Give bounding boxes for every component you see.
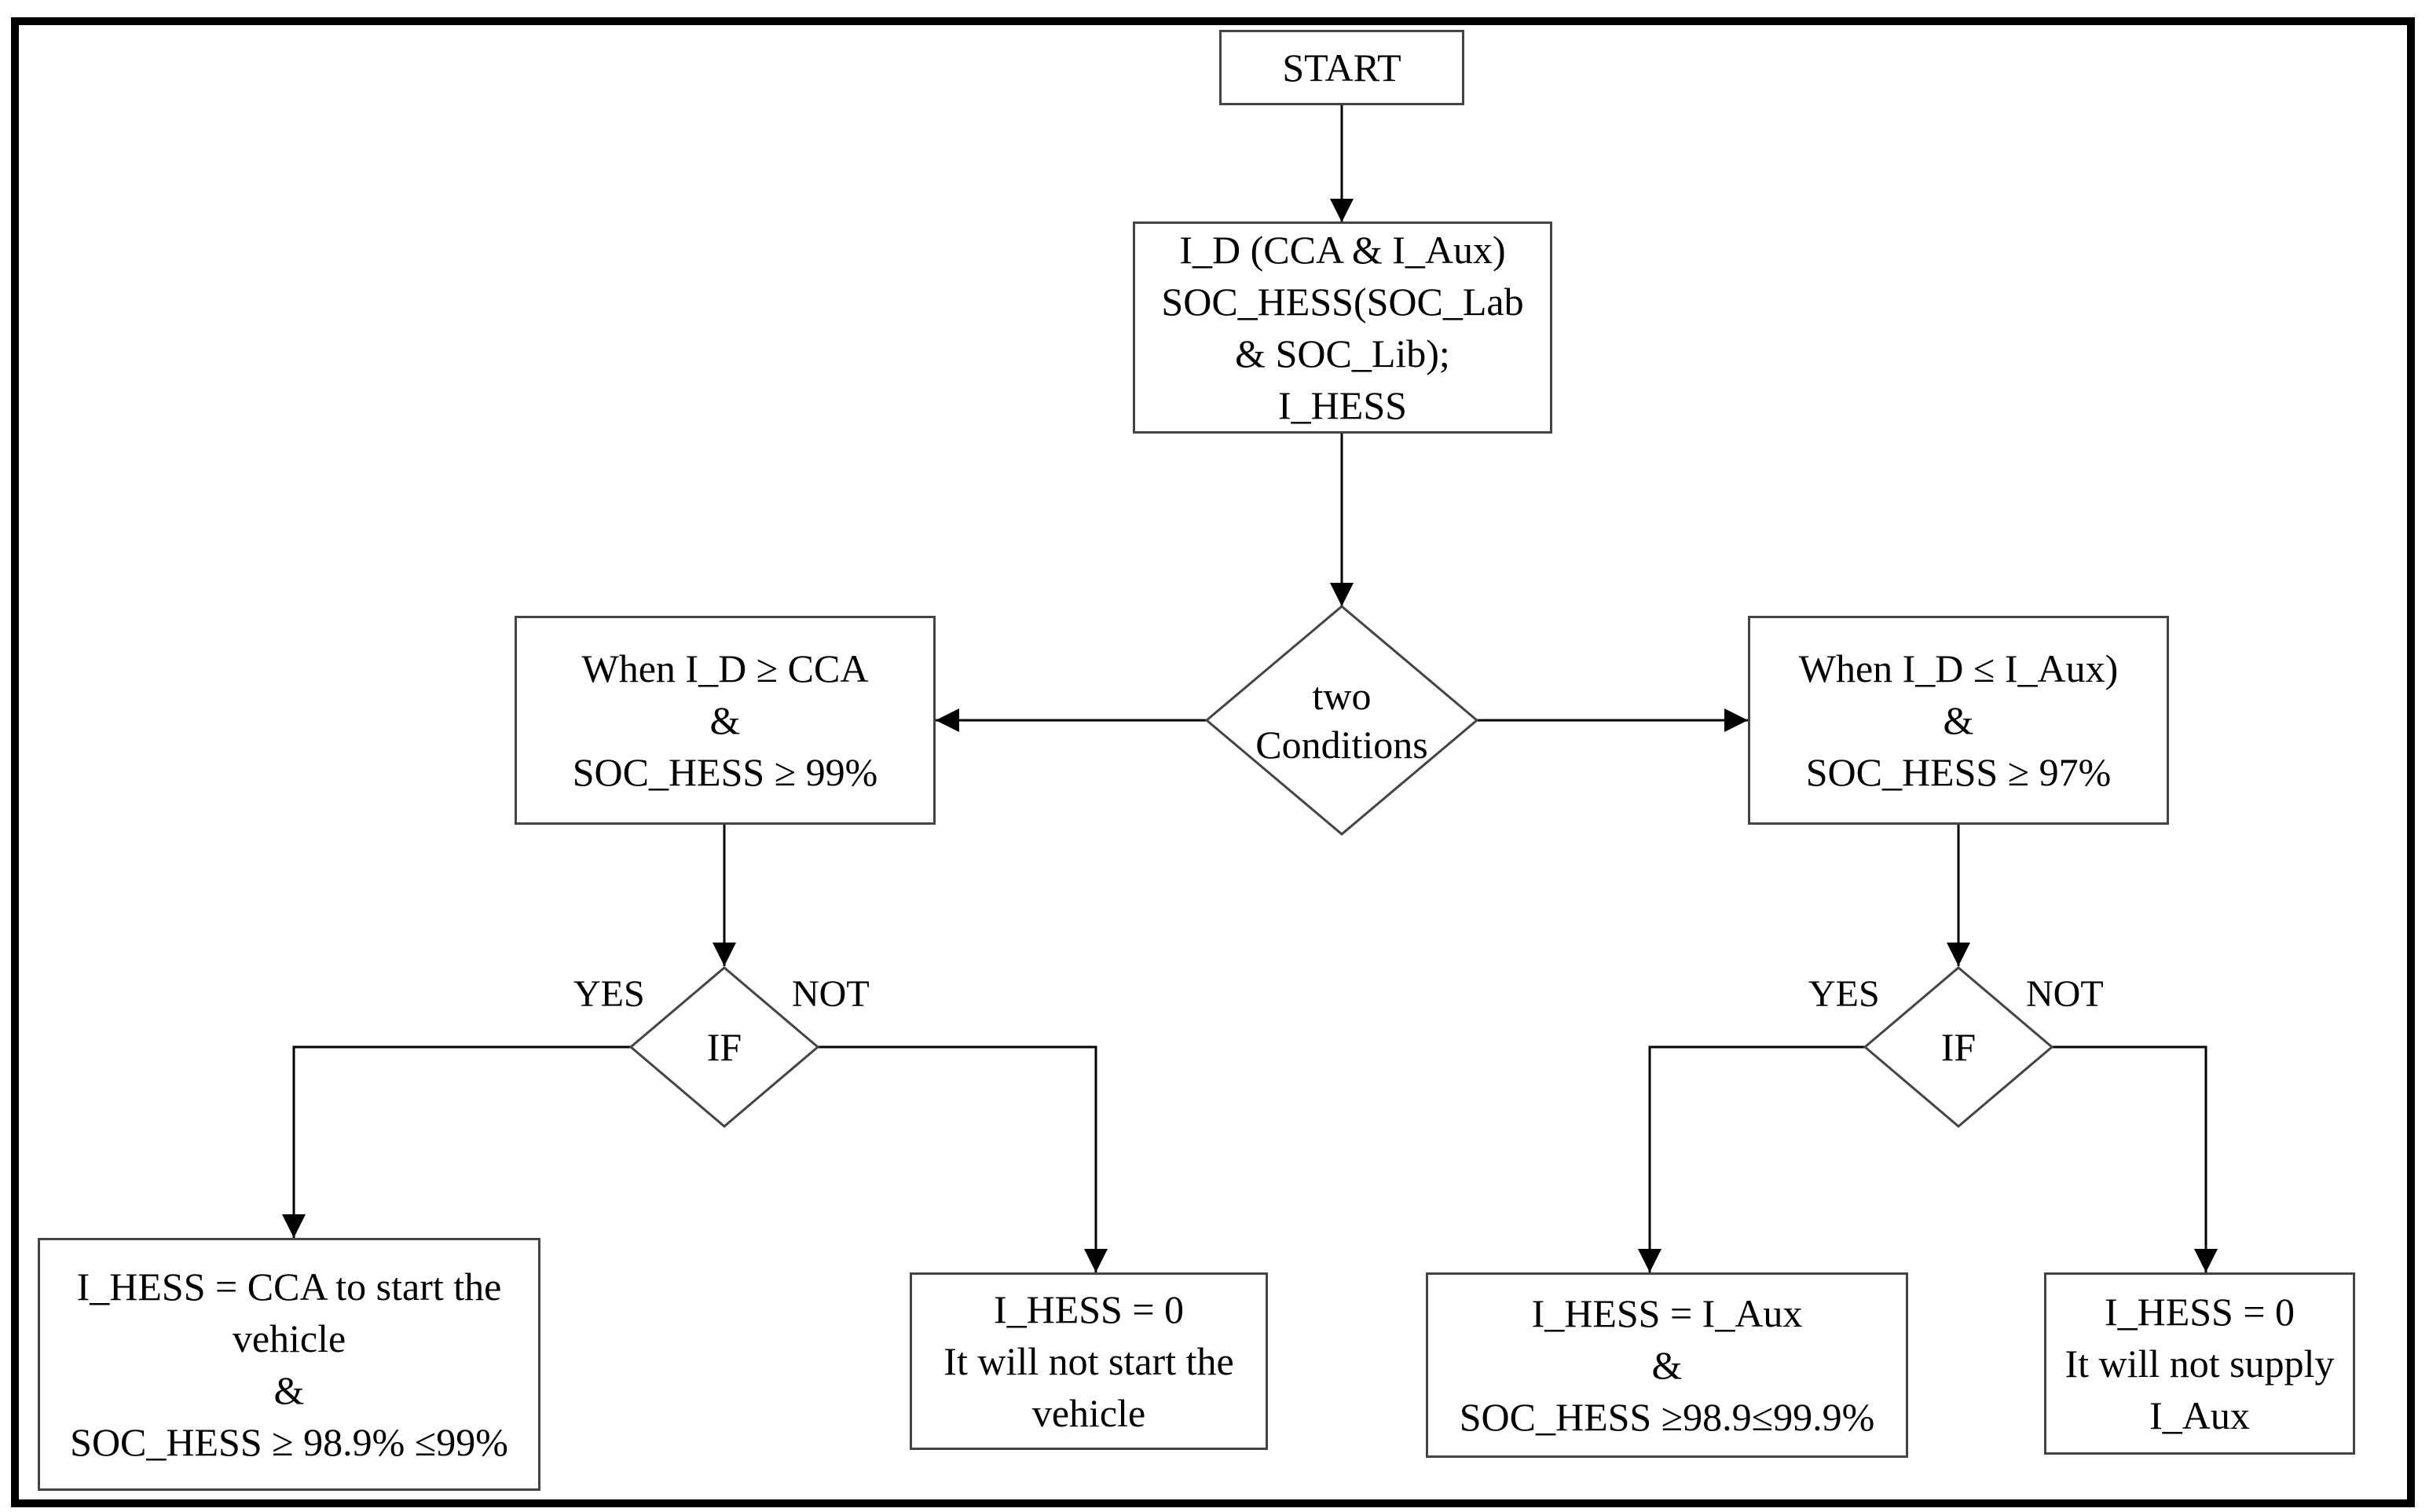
output-left-yes-node: I_HESS = CCA to start the vehicle & SOC_HES… [38,1238,540,1491]
condition-right-node: When I_D ≤ I_Aux) & SOC_HESS ≥ 97% [1748,616,2169,825]
output-right-yes-node: I_HESS = I_Aux & SOC_HESS ≥98.9≤99.9% [1426,1272,1908,1458]
node-text-line: SOC_HESS ≥98.9≤99.9% [1459,1395,1875,1439]
arrow-right-if-yes [1638,1045,1865,1272]
if-right-label: IF [1865,968,2052,1126]
output-left-no-node: I_HESS = 0 It will not start the vehicle [910,1272,1268,1450]
if-right-shape [1863,966,2054,1128]
branch-label-right-no: NOT [2026,973,2104,1015]
condition-left-node: When I_D ≥ CCA & SOC_HESS ≥ 99% [515,616,936,825]
node-text-line: It will not start the [943,1339,1234,1383]
node-text-line: two [1312,674,1372,718]
node-text-line: vehicle [232,1316,346,1360]
arrow-left-if-yes [282,1045,631,1238]
branch-label-left-no: NOT [792,973,870,1015]
start-node: START [1219,30,1464,105]
node-text-line: SOC_HESS ≥ 97% [1805,750,2112,794]
arrow-right-if-no [2052,1045,2218,1272]
if-left-label: IF [631,968,818,1126]
node-text-line: START [1282,46,1401,90]
node-text-line: SOC_HESS ≥ 99% [572,750,878,794]
node-text-line: It will not supply [2064,1342,2335,1386]
decision-main-shape [1204,605,1479,836]
node-text-line: When I_D ≤ I_Aux) [1798,646,2119,690]
node-text-line: I_HESS = 0 [993,1287,1185,1331]
node-text-line: IF [706,1025,742,1069]
diagram-frame [11,17,2415,1507]
node-text-line: I_HESS [1278,383,1407,427]
node-text-line: & [709,698,741,742]
node-text-line: I_HESS = CCA to start the [76,1265,502,1309]
arrow-left-if-no [818,1045,1108,1272]
node-text-line: IF [1940,1025,1977,1069]
node-text-line: I_D (CCA & I_Aux) [1179,228,1506,272]
node-text-line: & [1651,1343,1683,1387]
node-text-line: I_HESS = I_Aux [1531,1291,1803,1335]
node-text-line: vehicle [1031,1391,1146,1435]
branch-label-left-yes: YES [573,973,645,1015]
node-text-line: & [1943,698,1974,742]
node-text-line: SOC_HESS(SOC_Lab [1161,280,1524,324]
node-text-line: SOC_HESS ≥ 98.9% ≤99% [70,1420,508,1464]
node-text-line: When I_D ≥ CCA [581,646,869,690]
if-left-shape [628,966,820,1128]
branch-label-right-yes: YES [1808,973,1880,1015]
node-text-line: I_HESS = 0 [2104,1290,2295,1334]
node-text-line: & SOC_Lib); [1235,331,1450,375]
inputs-node: I_D (CCA & I_Aux) SOC_HESS(SOC_Lab & SOC_L… [1133,221,1552,434]
node-text-line: Conditions [1255,723,1428,767]
node-text-line: & [273,1368,305,1412]
node-text-line: I_Aux [2149,1393,2250,1437]
